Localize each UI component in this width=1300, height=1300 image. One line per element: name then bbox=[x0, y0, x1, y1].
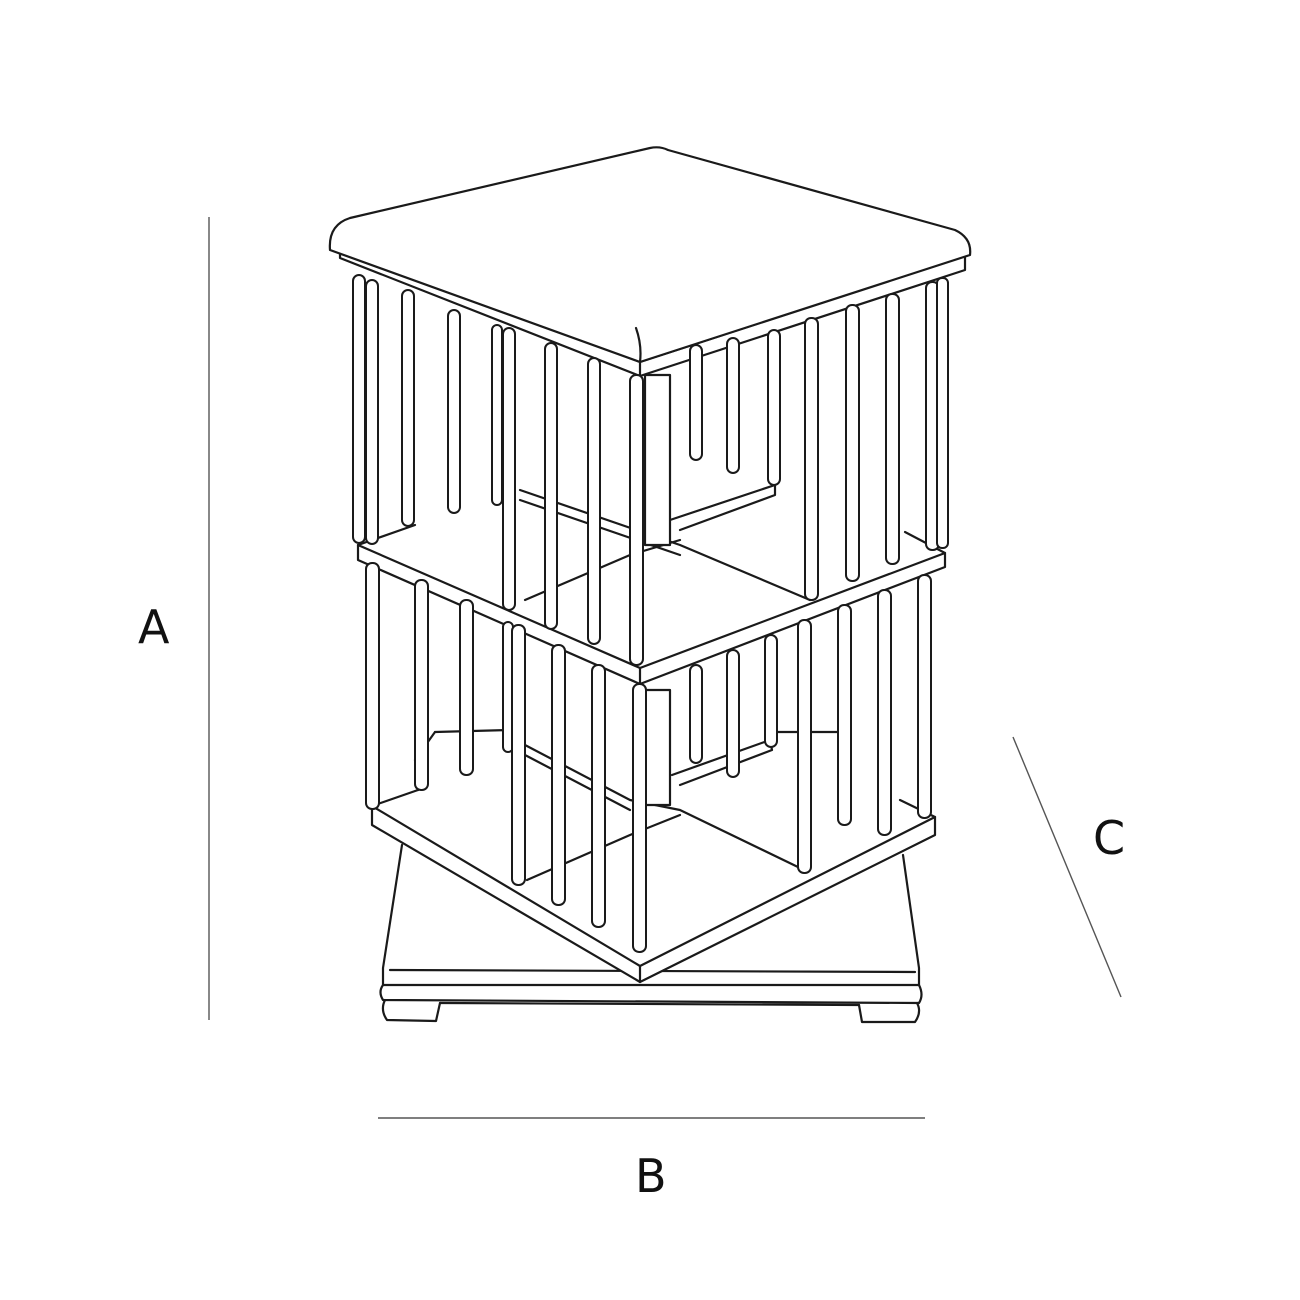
upper-slats bbox=[352, 274, 949, 666]
lower-slats bbox=[365, 562, 932, 953]
dimension-line-c bbox=[1012, 736, 1122, 998]
dimension-lines bbox=[208, 217, 1122, 1119]
dimension-label-b: B bbox=[635, 1149, 667, 1203]
base-plinth bbox=[379, 843, 923, 1024]
dimension-label-a: A bbox=[138, 600, 170, 654]
dimension-label-c: C bbox=[1093, 811, 1126, 865]
upper-dividers bbox=[518, 373, 812, 602]
top-lid bbox=[328, 146, 972, 378]
